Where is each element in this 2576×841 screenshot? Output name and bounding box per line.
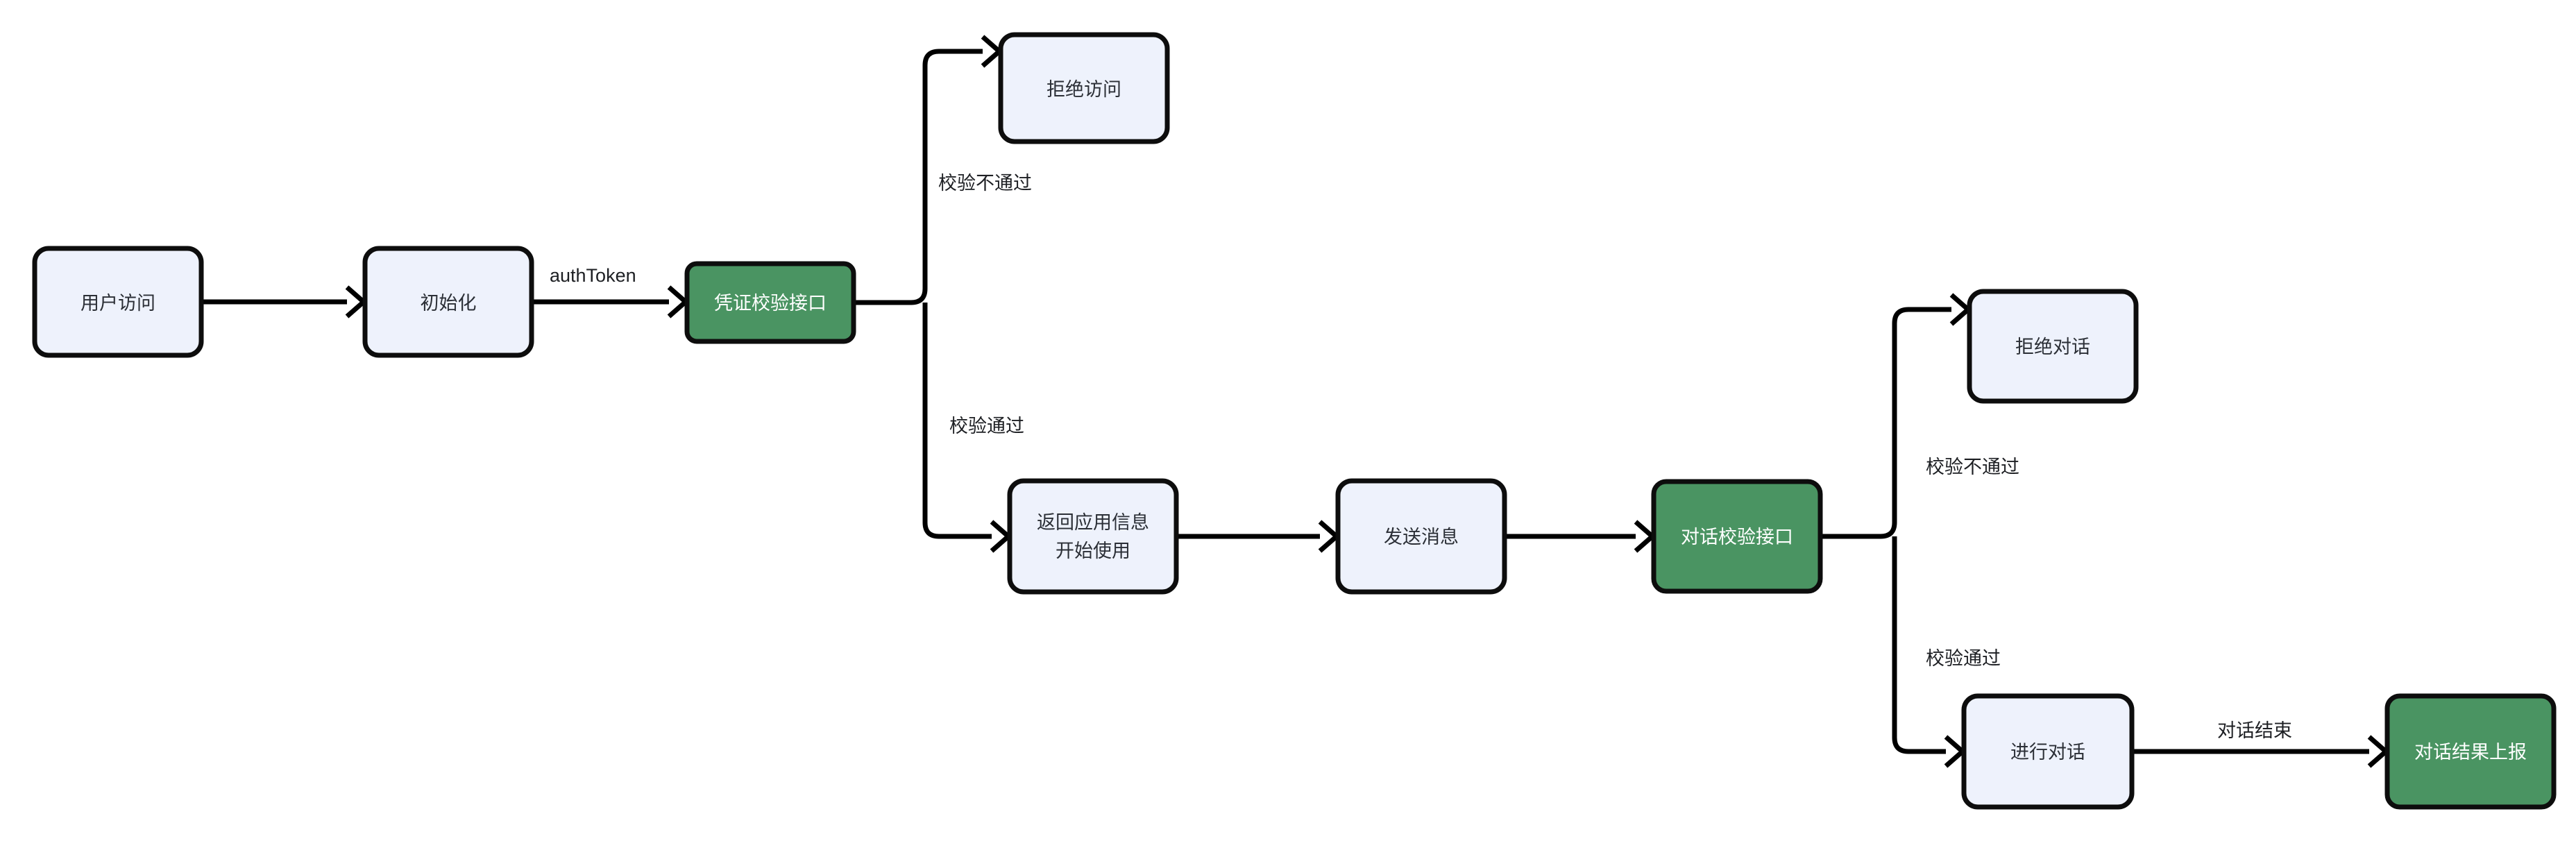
edge-line [1820,307,1951,539]
edge-label-authtoken: authToken [550,265,636,286]
node-shape[interactable] [1961,693,2135,810]
node-report-chat-result[interactable]: 对话结果上报 [2384,693,2557,810]
node-label-chat-check-api: 对话校验接口 [1681,527,1793,547]
edge-label-chat-pass: 校验通过 [1926,648,2001,669]
edge-chat-check-api-to-deny-chat: 校验不通过 [1820,293,2019,539]
edge-do-chat-to-report-chat-result: 对话结束 [2132,720,2390,768]
node-init[interactable]: 初始化 [362,246,534,358]
edge-label-chat-end: 对话结束 [2217,720,2292,741]
node-shape[interactable] [1651,479,1823,594]
node-label-return-app-info-line2: 开始使用 [1056,541,1130,561]
node-deny-chat[interactable]: 拒绝对话 [1967,289,2139,404]
arrow-head-icon [1318,520,1341,553]
node-shape[interactable] [1007,478,1179,595]
node-auth-api[interactable]: 凭证校验接口 [684,261,856,344]
edge-label-auth-pass: 校验通过 [949,416,1024,436]
node-label-return-app-info-line1: 返回应用信息 [1037,512,1149,533]
node-shape[interactable] [362,246,534,358]
arrow-head-icon [1944,735,1967,768]
node-label-user-access: 用户访问 [80,293,155,314]
node-layer: 用户访问 初始化 凭证校验接口 拒绝访问 返回应用信息 开始使用 [32,32,2557,810]
arrow-head-icon [1949,293,1972,326]
node-shape[interactable] [998,32,1170,144]
node-do-chat[interactable]: 进行对话 [1961,693,2135,810]
edge-layer: authToken 校验不通过 校验通过 [201,35,2390,768]
edge-init-to-auth-api: authToken [532,265,690,318]
edge-label-auth-fail: 校验不通过 [938,173,1032,194]
node-label-do-chat: 进行对话 [2010,742,2085,763]
node-user-access[interactable]: 用户访问 [32,246,204,358]
node-shape[interactable] [1967,289,2139,404]
node-shape[interactable] [684,261,856,344]
edge-chat-check-api-to-do-chat: 校验通过 [1892,536,2001,768]
node-label-deny-chat: 拒绝对话 [2015,337,2090,357]
edge-return-app-info-to-send-message [1176,520,1341,553]
node-shape[interactable] [2384,693,2557,810]
node-label-auth-api: 凭证校验接口 [714,293,827,314]
node-shape[interactable] [1335,478,1507,595]
arrow-head-icon [345,285,368,318]
edge-user-access-to-init [201,285,368,318]
node-label-report-chat-result: 对话结果上报 [2414,742,2527,763]
edge-label-chat-fail: 校验不通过 [1926,457,2019,477]
node-shape[interactable] [32,246,204,358]
edge-line [854,49,983,305]
node-label-init: 初始化 [421,293,477,314]
arrow-head-icon [1634,520,1656,553]
arrow-head-icon [981,35,1003,68]
edge-line [1892,536,1946,754]
node-return-app-info[interactable]: 返回应用信息 开始使用 [1007,478,1179,595]
arrow-head-icon [667,285,690,318]
node-deny-access[interactable]: 拒绝访问 [998,32,1170,144]
edge-line [922,303,992,539]
arrow-head-icon [2367,735,2390,768]
node-label-deny-access: 拒绝访问 [1046,79,1121,100]
node-send-message[interactable]: 发送消息 [1335,478,1507,595]
node-label-send-message: 发送消息 [1384,527,1459,547]
edge-send-message-to-chat-check-api [1505,520,1656,553]
node-chat-check-api[interactable]: 对话校验接口 [1651,479,1823,594]
arrow-head-icon [990,520,1012,553]
